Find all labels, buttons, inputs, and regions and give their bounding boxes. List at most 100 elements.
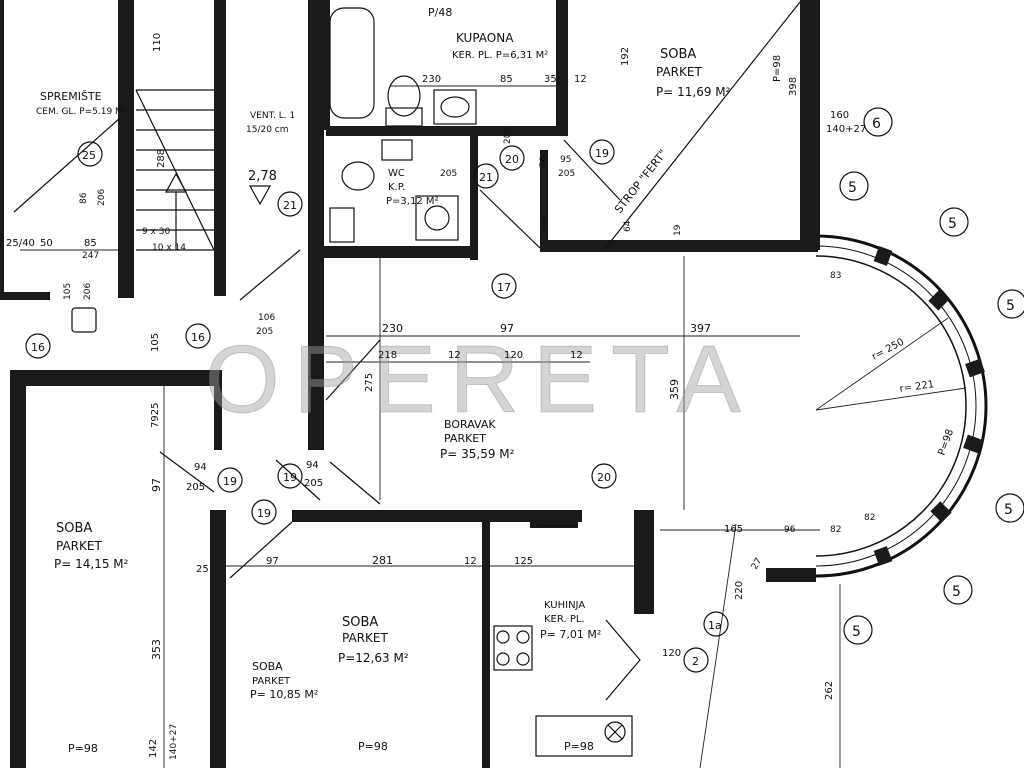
strop-note: STROP "FERT" bbox=[612, 147, 670, 216]
room-soba-top-name: SOBA bbox=[660, 47, 696, 62]
vent-dim: 15/20 cm bbox=[246, 125, 289, 135]
radius-line-1 bbox=[815, 317, 949, 411]
dim-206: 206 bbox=[97, 189, 107, 206]
parapet-soba-top: P=98 bbox=[772, 55, 783, 82]
dim-12-b: 12 bbox=[570, 350, 583, 361]
wc-toilet-icon bbox=[341, 161, 375, 191]
dim-35: 35 bbox=[544, 74, 557, 85]
door-marker-label: 16 bbox=[191, 331, 205, 344]
parapet-kitchen: P=98 bbox=[564, 740, 594, 753]
window-marker-label: 5 bbox=[948, 216, 957, 232]
wall-center-room-top bbox=[292, 510, 582, 522]
room-boravak-area: P= 35,59 M² bbox=[440, 447, 515, 461]
wall-bay-bottom bbox=[766, 568, 816, 582]
wall-left-room-left bbox=[10, 370, 26, 768]
wall-soba-top-right bbox=[800, 0, 820, 250]
dim-105-b: 105 bbox=[150, 333, 161, 352]
door-marker-label: 19 bbox=[223, 475, 237, 488]
room-soba-center-floor: PARKET bbox=[342, 631, 388, 645]
wall-hall-top-left bbox=[0, 292, 50, 300]
vent-label: VENT. L. 1 bbox=[250, 111, 295, 121]
dim-205-c: 205 bbox=[304, 478, 323, 489]
bathroom-fixtures bbox=[329, 7, 477, 243]
dim-97-c: 97 bbox=[150, 478, 163, 492]
dim-50: 50 bbox=[40, 238, 53, 249]
room-kupaona-name: KUPAONA bbox=[456, 31, 514, 45]
parapet-bay: P=98 bbox=[936, 428, 956, 457]
dim-288: 288 bbox=[156, 149, 167, 168]
dim-85-b: 85 bbox=[84, 238, 97, 249]
dim-97: 97 bbox=[500, 322, 514, 335]
dim-140-27-b: 140+27 bbox=[169, 724, 179, 760]
room-soba-top-floor: PARKET bbox=[656, 65, 702, 79]
room-wc-name: WC bbox=[388, 168, 405, 179]
room-boravak-floor: PARKET bbox=[444, 432, 486, 445]
wall-stair-left bbox=[118, 0, 134, 298]
door-marker-label: 21 bbox=[283, 199, 297, 212]
dim-94-b: 94 bbox=[306, 460, 319, 471]
window-marker-label: 5 bbox=[952, 584, 961, 600]
bay-pier-6 bbox=[873, 546, 893, 566]
stair-arrow-icon bbox=[164, 172, 188, 193]
stairs bbox=[135, 89, 215, 251]
dim-142: 142 bbox=[148, 739, 159, 758]
room-soba-small-floor: PARKET bbox=[252, 676, 291, 687]
window-marker-label: 5 bbox=[1006, 298, 1015, 314]
dim-397: 397 bbox=[690, 322, 711, 335]
dim-82: 82 bbox=[830, 525, 841, 535]
cooktop-icon bbox=[493, 625, 533, 671]
dim-64: 64 bbox=[623, 220, 633, 232]
room-kuhinja-area: P= 7,01 M² bbox=[540, 628, 601, 641]
door-marker-label: 20 bbox=[597, 471, 611, 484]
dim-353: 353 bbox=[150, 639, 163, 660]
room-kuhinja-floor: KER. PL. bbox=[544, 614, 585, 625]
door-marker-label: 20 bbox=[505, 153, 519, 166]
sink-icon bbox=[433, 89, 477, 125]
dim-230-b: 230 bbox=[422, 74, 441, 85]
window-marker-label: 6 bbox=[872, 116, 881, 132]
door-marker-label: 16 bbox=[31, 341, 45, 354]
door-marker-label: 2 bbox=[692, 655, 699, 668]
dim-86: 86 bbox=[79, 192, 89, 204]
dim-205-e: 205 bbox=[440, 169, 457, 179]
dim-25: 25 bbox=[196, 564, 209, 575]
parapet-center: P=98 bbox=[358, 740, 388, 753]
door-marker-label: 21 bbox=[479, 171, 493, 184]
dim-94: 94 bbox=[194, 462, 207, 473]
window-marker-label: 5 bbox=[852, 624, 861, 640]
dim-359: 359 bbox=[668, 379, 681, 400]
elevation-value: 2,78 bbox=[248, 169, 277, 184]
room-wc-floor: K.P. bbox=[388, 182, 405, 193]
dim-192: 192 bbox=[620, 47, 631, 66]
kitchen-fixtures bbox=[493, 525, 633, 757]
toilet-icon bbox=[387, 75, 421, 117]
room-kupaona-detail: KER. PL. P=6,31 M² bbox=[452, 50, 548, 61]
wall-kitchen-right bbox=[634, 510, 654, 614]
dimension-text: 230 97 397 218 12 120 12 281 12 125 97 3… bbox=[6, 33, 875, 760]
kitchen-sink-icon bbox=[604, 721, 626, 743]
watermark-text: OPERETA bbox=[205, 326, 755, 433]
walls bbox=[0, 0, 820, 768]
dim-205-f: 205 bbox=[503, 127, 513, 144]
room-spremiste-name: SPREMIŠTE bbox=[40, 90, 102, 103]
dim-84: 84 bbox=[541, 214, 551, 226]
dim-281: 281 bbox=[372, 554, 393, 567]
dim-105: 105 bbox=[63, 283, 73, 300]
bay-pier-3 bbox=[965, 358, 985, 378]
wall-kitchen-counter-top bbox=[530, 520, 578, 528]
room-soba-top-area: P= 11,69 M² bbox=[656, 85, 731, 99]
room-soba-left-area: P= 14,15 M² bbox=[54, 557, 129, 571]
window-marker-label: 5 bbox=[1004, 502, 1013, 518]
dim-106: 106 bbox=[258, 313, 275, 323]
dim-218: 218 bbox=[378, 350, 397, 361]
room-soba-left-name: SOBA bbox=[56, 521, 92, 536]
wall-soba-top-bottom bbox=[540, 240, 818, 252]
door-markers: 25 16 16 17 19 19 19 19 20 20 21 21 1a 2 bbox=[25, 139, 729, 673]
room-wc-area: P=3,12 M² bbox=[386, 196, 439, 207]
dim-76: 76 bbox=[539, 156, 549, 168]
wall-soba-top-left bbox=[540, 150, 548, 250]
door-marker-label: 17 bbox=[497, 281, 511, 294]
wall-wc-bottom bbox=[324, 246, 476, 258]
dim-140-27: 140+27 bbox=[826, 124, 866, 135]
